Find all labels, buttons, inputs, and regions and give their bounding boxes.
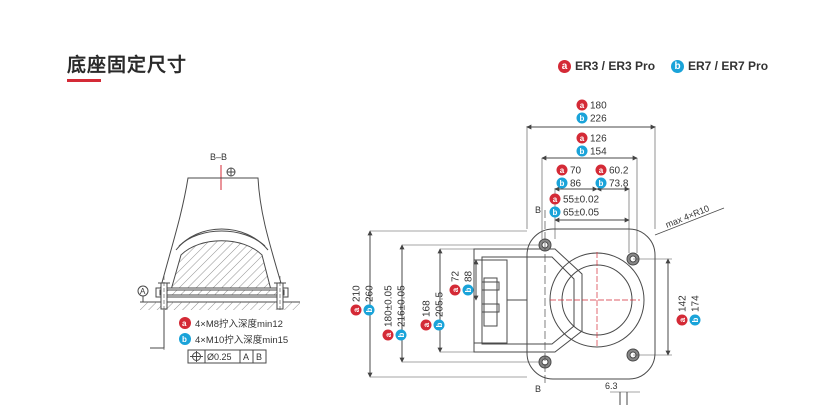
dim-left-2-b-badge-icon-letter: b: [435, 322, 444, 327]
dim-top-4-b-badge-icon-letter: b: [553, 208, 558, 217]
dim-left-1-b-value: 216±0.05: [397, 285, 408, 327]
hatched-section: [170, 240, 272, 291]
dim-left-1: a 180±0.05b 216±0.05: [382, 285, 408, 341]
page-title: 底座固定尺寸: [67, 54, 188, 76]
dim-left-3-b-value: 88: [464, 270, 475, 282]
section-label: B–B: [210, 152, 227, 162]
dim-left-2-a-value: 168: [422, 300, 433, 317]
note-leader: [150, 310, 165, 349]
dim-left-1-a-value: 180±0.05: [384, 285, 395, 327]
note-b-badge-icon: [179, 333, 191, 345]
dim-left-3-a-badge-icon: [449, 284, 461, 296]
dim-left-1-b-badge-icon-letter: b: [397, 332, 406, 337]
tolerance-frame: Ø0.25 A B: [187, 349, 267, 364]
dim-top-0-a-badge-icon: [576, 99, 588, 111]
svg-text:A: A: [140, 287, 146, 296]
legend-b-label: ER7 / ER7 Pro: [688, 59, 769, 73]
dim-left-0-b-badge-icon-letter: b: [365, 307, 374, 312]
dim-top-0-b-badge-icon-letter: b: [580, 114, 585, 123]
dim-top-0-b-badge-icon: [576, 112, 588, 124]
dim-top-0-b-value: 226: [590, 114, 607, 125]
svg-text:Ø0.25: Ø0.25: [207, 352, 232, 362]
dim-left-2-b-value: 205.5: [435, 292, 446, 317]
title-accent-bar: [67, 79, 101, 82]
dim-top-3-a-badge-icon: [595, 164, 607, 176]
dim-top-4-a-value: 55±0.02: [563, 195, 600, 206]
dim-top-2-b-badge-icon: [556, 177, 568, 189]
legend-a-label: ER3 / ER3 Pro: [575, 59, 656, 73]
section-mark-top: B: [535, 205, 541, 215]
dim-left-0-b-badge-icon: [363, 304, 375, 316]
dim-left-2-a-badge-icon: [420, 319, 432, 331]
badge-a-icon: a: [558, 59, 571, 73]
dim-top-2-b-value: 86: [570, 179, 582, 190]
dim-left-3-a-badge-icon-letter: a: [451, 287, 460, 292]
legend-a: a ER3 / ER3 Pro: [558, 59, 655, 73]
svg-text:B: B: [256, 352, 262, 362]
dim-top-2-a-badge-icon-letter: a: [560, 166, 565, 175]
section-view: B–B A: [137, 152, 300, 364]
radius-note: max 4×R10: [664, 203, 711, 230]
plan-view: B B: [367, 124, 725, 405]
dim-top-2-a-value: 70: [570, 166, 582, 177]
dim-top-3-b-value: 73.8: [609, 179, 629, 190]
radius-leader: [654, 207, 725, 236]
dim-left-0-a-badge-icon: [350, 304, 362, 316]
dim-top-4-b-badge-icon: [549, 206, 561, 218]
badge-b-icon: b: [671, 59, 684, 73]
dim-right-0-a-value: 142: [678, 295, 689, 312]
dim-left-0-a-value: 210: [352, 285, 363, 302]
thickness-dim: 6.3: [605, 381, 618, 391]
dim-right-0-b-value: 174: [691, 295, 702, 312]
connector-block: [473, 259, 508, 344]
base-plate: [526, 228, 656, 380]
dim-top-1-b-value: 154: [590, 147, 607, 158]
dim-top-3-b-badge-icon: [595, 177, 607, 189]
note-a-badge-icon: [179, 317, 191, 329]
section-mark-bottom: B: [535, 384, 541, 394]
dimension-labels: a 180 b 226 a 126 b 154 a 70 b 86 a 60.2 b 73.8 a 55±0.02…: [350, 99, 702, 341]
dim-left-1-b-badge-icon: [395, 329, 407, 341]
dim-top-2-a-badge-icon: [556, 164, 568, 176]
dim-top-1-a-badge-icon: [576, 132, 588, 144]
dim-top-4-b-value: 65±0.05: [563, 208, 600, 219]
dim-top-2-b-badge-icon-letter: b: [560, 179, 565, 188]
legend-b: b ER7 / ER7 Pro: [671, 59, 768, 73]
dim-left-3-b-badge-icon-letter: b: [464, 287, 473, 292]
dim-top-3-a-value: 60.2: [609, 166, 629, 177]
dim-left-1-a-badge-icon: [382, 329, 394, 341]
dim-right-0-a-badge-icon: [676, 314, 688, 326]
dim-left-0-b-value: 260: [365, 285, 376, 302]
dim-left-3-a-value: 72: [451, 270, 462, 282]
dim-top-0-a-badge-icon-letter: a: [580, 101, 585, 110]
dim-top-0-a-value: 180: [590, 101, 607, 112]
svg-text:A: A: [243, 352, 249, 362]
dim-top-1-b-badge-icon-letter: b: [580, 147, 585, 156]
note-a-text: 4×M8拧入深度min12: [195, 318, 283, 330]
dim-top-1-a-badge-icon-letter: a: [580, 134, 585, 143]
dim-left-2-a-badge-icon-letter: a: [422, 322, 431, 327]
dim-top-4-a-badge-icon: [549, 193, 561, 205]
dim-right-0-b-badge-icon-letter: b: [691, 317, 700, 322]
dim-top-3-a-badge-icon-letter: a: [599, 166, 604, 175]
dim-left-1-a-badge-icon-letter: a: [384, 332, 393, 337]
dim-left-3-b-badge-icon: [462, 284, 474, 296]
dim-top-3-b-badge-icon-letter: b: [599, 179, 604, 188]
svg-text:a: a: [182, 319, 187, 328]
note-b-text: 4×M10拧入深度min15: [195, 334, 288, 346]
dim-top-1-a-value: 126: [590, 134, 607, 145]
dim-left-0-a-badge-icon-letter: a: [352, 307, 361, 312]
dim-right-0-a-badge-icon-letter: a: [678, 317, 687, 322]
dim-left-3: a 72b 88: [449, 270, 475, 296]
dim-right-0-b-badge-icon: [689, 314, 701, 326]
dim-top-1-b-badge-icon: [576, 145, 588, 157]
dim-left-2-b-badge-icon: [433, 319, 445, 331]
svg-text:b: b: [182, 335, 187, 344]
dim-top-4-a-badge-icon-letter: a: [553, 195, 558, 204]
